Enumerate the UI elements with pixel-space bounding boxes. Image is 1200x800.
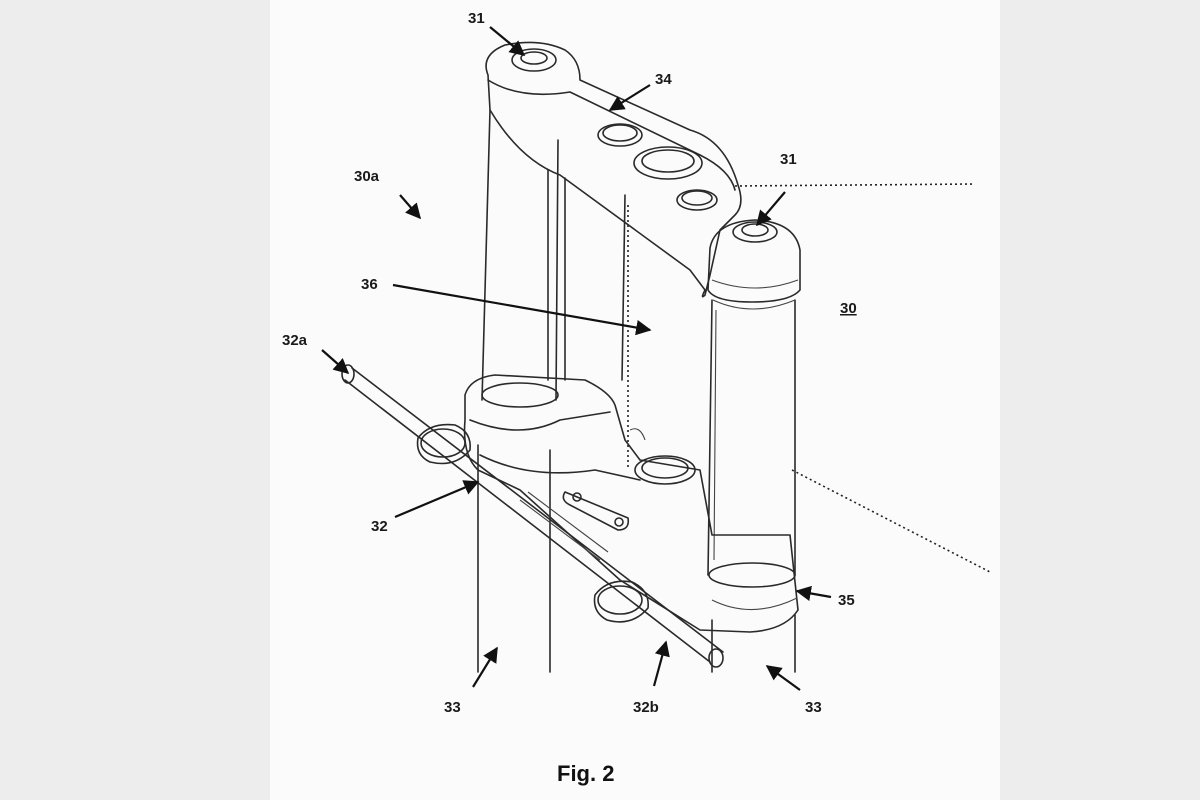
bottom-triple-clamp xyxy=(463,374,799,633)
drawing-sheet xyxy=(270,0,1000,800)
label-36: 36 xyxy=(361,276,378,293)
label-34: 34 xyxy=(655,71,672,88)
leader-lines xyxy=(321,26,832,691)
top-triple-clamp xyxy=(485,41,801,303)
steerer-tube xyxy=(564,177,626,381)
label-30: 30 xyxy=(840,300,857,317)
label-35: 35 xyxy=(838,592,855,609)
label-32b: 32b xyxy=(633,699,659,716)
label-30a: 30a xyxy=(354,168,380,185)
fork-tube-right-lower xyxy=(711,614,796,673)
label-33-right: 33 xyxy=(805,699,822,716)
label-31-right: 31 xyxy=(780,151,797,168)
label-31-left: 31 xyxy=(468,10,485,27)
label-33-left: 33 xyxy=(444,699,461,716)
fork-tube-left-upper xyxy=(481,109,559,408)
label-32: 32 xyxy=(371,518,388,535)
label-32a: 32a xyxy=(282,332,308,349)
dotted-reference-lines xyxy=(627,183,991,573)
figure-caption: Fig. 2 xyxy=(557,761,614,786)
steering-bar xyxy=(341,364,724,668)
